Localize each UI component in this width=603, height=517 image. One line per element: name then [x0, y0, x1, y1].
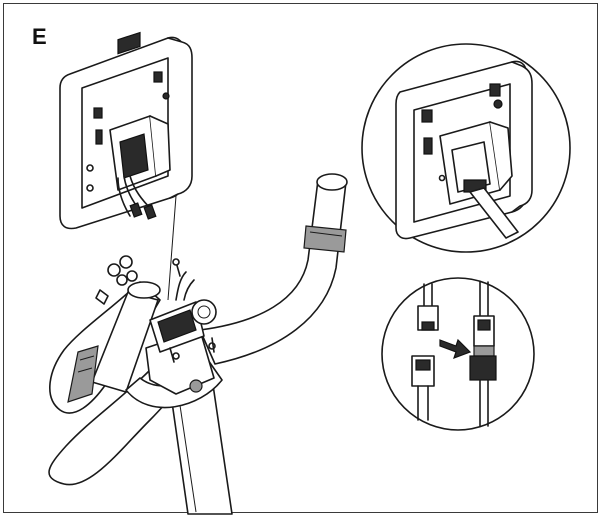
console-mount-bracket — [95, 255, 217, 363]
handlebar-icon — [48, 173, 348, 486]
arrow-icon — [439, 338, 472, 360]
console-monitor-icon — [59, 31, 193, 230]
cable-connector-icon — [381, 277, 535, 431]
step-label: E — [32, 24, 48, 49]
magnifier-detail-icon — [361, 43, 571, 253]
